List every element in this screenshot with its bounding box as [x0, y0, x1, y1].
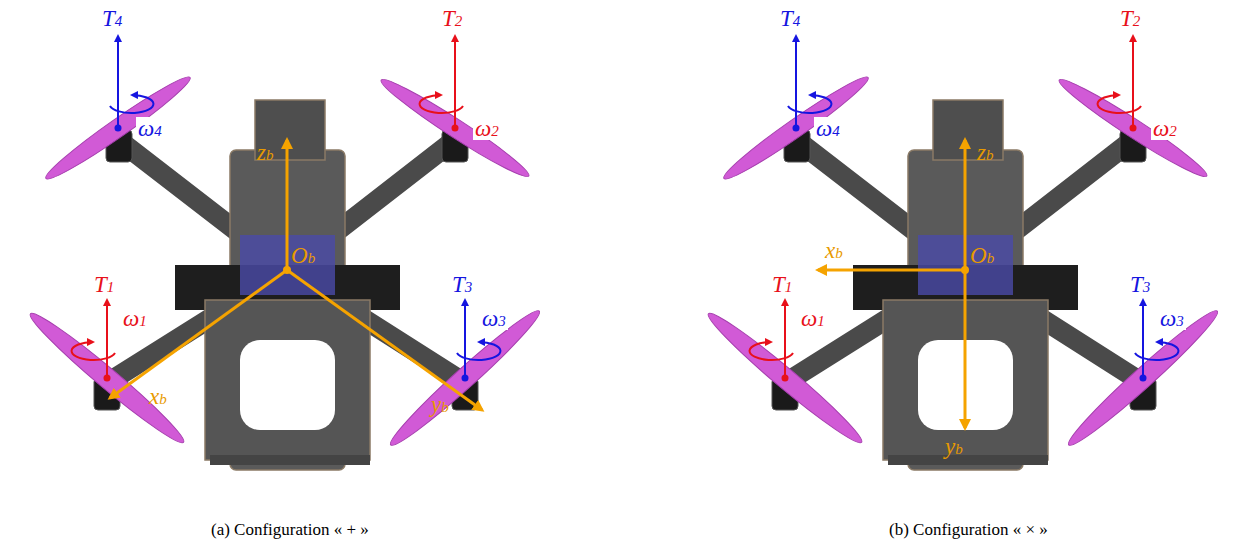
rotor-speed-label: ω3 — [1158, 307, 1186, 330]
thrust-label: T2 — [442, 7, 462, 30]
thrust-label: T4 — [780, 7, 800, 30]
rotor-speed-label: ω3 — [480, 307, 508, 330]
axis-label: yb — [945, 435, 963, 458]
thrust-label: T1 — [772, 273, 792, 296]
axis-label: yb — [431, 393, 449, 416]
rotor-speed-label: ω4 — [136, 117, 164, 140]
axis-label: zb — [257, 141, 273, 164]
caption: (a) Configuration « + » — [211, 520, 369, 540]
thrust-label: T2 — [1120, 7, 1140, 30]
thrust-label: T4 — [102, 7, 122, 30]
rotor-speed-label: ω4 — [814, 117, 842, 140]
origin-label: Ob — [291, 244, 315, 267]
thrust-label: T3 — [452, 273, 472, 296]
rotor-speed-label: ω2 — [473, 117, 501, 140]
thrust-label: T1 — [94, 273, 114, 296]
rotor-speed-label: ω1 — [121, 307, 149, 330]
rotor-speed-label: ω2 — [1151, 117, 1179, 140]
axis-label: zb — [977, 141, 993, 164]
rotor-speed-label: ω1 — [799, 307, 827, 330]
thrust-label: T3 — [1130, 273, 1150, 296]
origin-label: Ob — [970, 244, 994, 267]
axis-label: xb — [825, 239, 843, 262]
axis-label: xb — [149, 385, 167, 408]
caption: (b) Configuration « × » — [889, 520, 1048, 540]
